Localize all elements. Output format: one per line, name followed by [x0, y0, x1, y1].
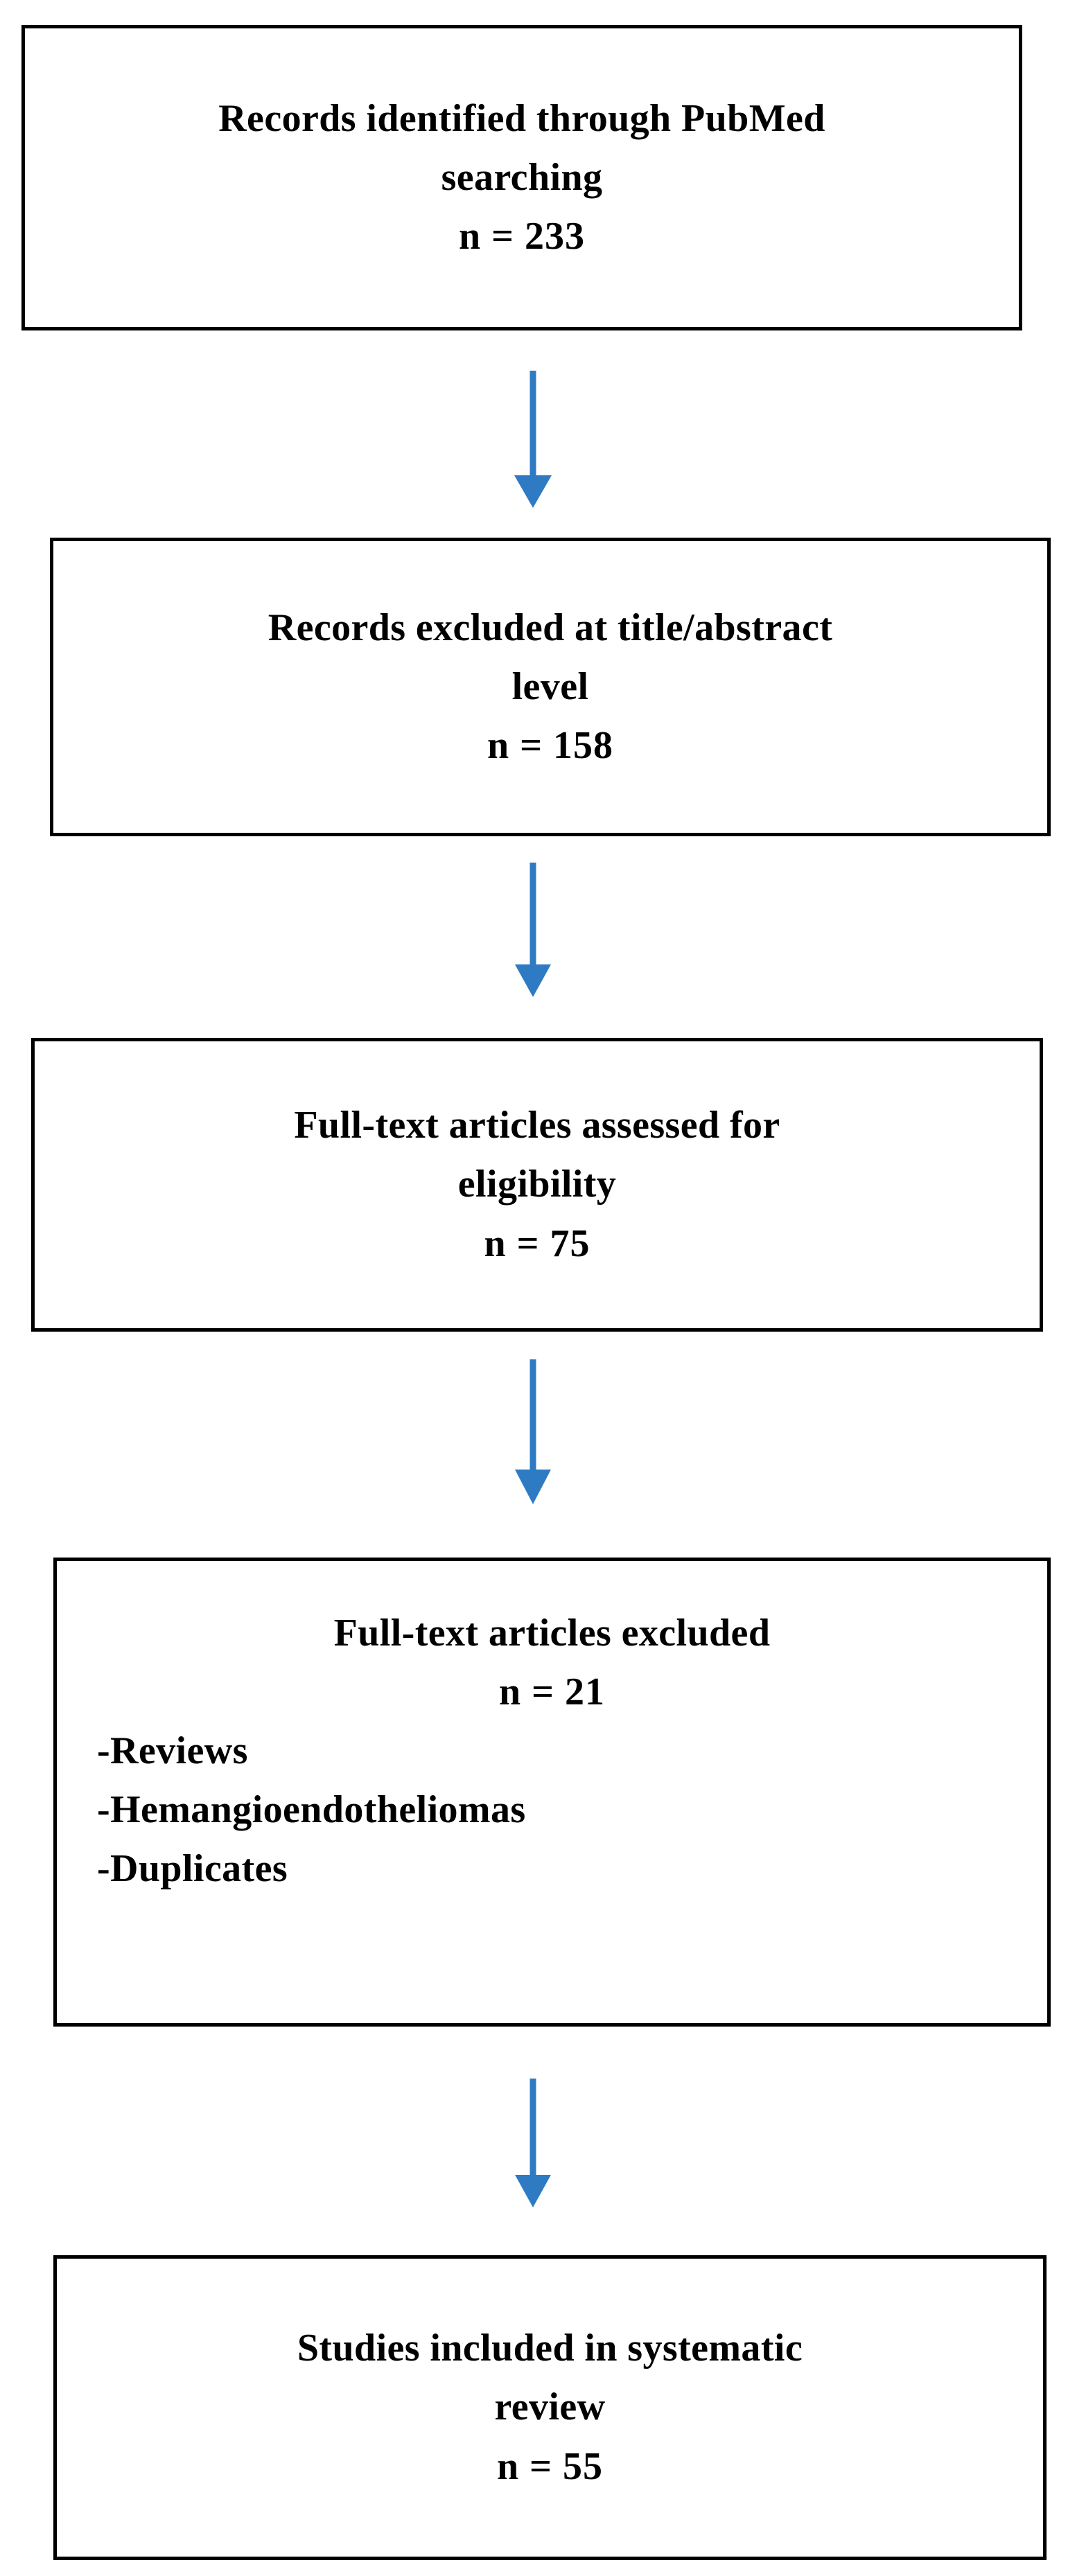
- box-records-identified-count: n = 233: [458, 215, 586, 258]
- box-fulltext-excluded-line-1: Full-text articles excluded: [333, 1612, 771, 1655]
- down-arrow-icon-3: [515, 1359, 551, 1504]
- box-fulltext-excluded-bullet-2: -Hemangioendotheliomas: [97, 1788, 526, 1832]
- box-records-identified-line-2: searching: [441, 155, 603, 199]
- box-studies-included-line-2: review: [494, 2385, 606, 2429]
- box-records-identified: Records identified through PubMed search…: [21, 25, 1022, 330]
- box-records-excluded-line-2: level: [511, 664, 589, 708]
- box-records-excluded-count: n = 158: [487, 724, 614, 768]
- box-studies-included-count: n = 55: [496, 2444, 604, 2488]
- box-studies-included-line-1: Studies included in systematic: [297, 2327, 803, 2370]
- box-fulltext-assessed-count: n = 75: [484, 1221, 590, 1265]
- box-fulltext-assessed-line-2: eligibility: [457, 1163, 617, 1206]
- down-arrow-icon-4: [515, 2079, 551, 2207]
- box-fulltext-excluded-bullet-3: -Duplicates: [97, 1847, 288, 1891]
- box-fulltext-excluded: Full-text articles excluded n = 21 -Revi…: [53, 1558, 1051, 2027]
- box-fulltext-assessed: Full-text articles assessed for eligibil…: [31, 1038, 1043, 1332]
- box-studies-included: Studies included in systematic review n …: [53, 2255, 1047, 2560]
- box-fulltext-excluded-count: n = 21: [498, 1670, 606, 1714]
- box-fulltext-excluded-bullet-1: -Reviews: [97, 1729, 248, 1773]
- down-arrow-icon-2: [515, 863, 551, 997]
- box-records-excluded-line-1: Records excluded at title/abstract: [268, 606, 833, 649]
- box-records-excluded: Records excluded at title/abstract level…: [50, 538, 1051, 836]
- box-records-identified-line-1: Records identified through PubMed: [218, 96, 825, 140]
- box-fulltext-assessed-line-1: Full-text articles assessed for: [294, 1104, 780, 1147]
- down-arrow-icon-1: [514, 371, 552, 508]
